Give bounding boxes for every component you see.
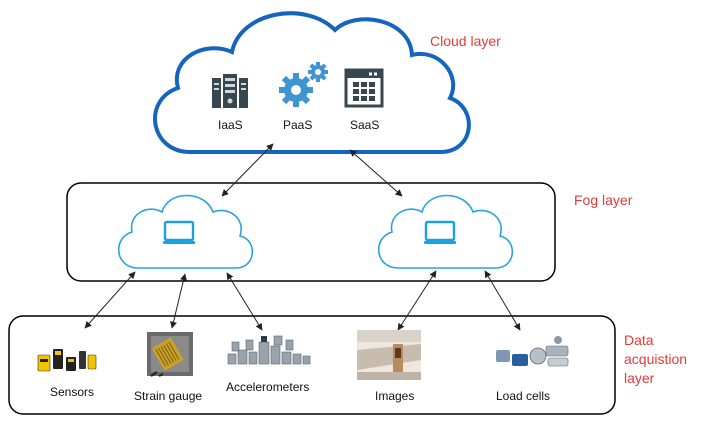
arrow-fog-strain bbox=[170, 273, 187, 329]
item-label-images: Images bbox=[375, 389, 415, 403]
service-label-iaas: IaaS bbox=[218, 118, 243, 132]
arrow-fog-loadcells bbox=[484, 270, 521, 331]
images-photo bbox=[357, 330, 421, 380]
fog-cloud-left bbox=[117, 194, 254, 269]
cloud-layer-cloud bbox=[153, 11, 471, 154]
arrow-fog-images bbox=[397, 270, 437, 331]
item-label-load-cells: Load cells bbox=[496, 389, 551, 403]
strain-gauge-image bbox=[147, 332, 193, 377]
cloud-layer-label: Cloud layer bbox=[430, 33, 501, 49]
data-layer-box bbox=[8, 315, 616, 415]
service-label-saas: SaaS bbox=[350, 118, 380, 132]
connector-arrows bbox=[84, 143, 521, 331]
arrow-cloud-fog-right bbox=[349, 149, 403, 197]
sensors-image bbox=[37, 349, 97, 372]
fog-layer-label: Fog layer bbox=[574, 192, 633, 208]
arrow-fog-sensors bbox=[84, 271, 136, 329]
data-layer-label-line1: Data bbox=[624, 332, 654, 348]
server-icon bbox=[212, 74, 248, 108]
laptop-icon bbox=[163, 220, 195, 244]
data-layer-label-line3: layer bbox=[624, 370, 655, 386]
arrow-cloud-fog-left bbox=[221, 143, 274, 197]
data-layer-label-line2: acquistion bbox=[624, 351, 688, 367]
app-window-icon bbox=[344, 68, 384, 108]
laptop-icon bbox=[424, 220, 456, 244]
accelerometers-image bbox=[227, 335, 311, 365]
item-label-accelerometers: Accelerometers bbox=[226, 380, 310, 394]
load-cells-image bbox=[496, 336, 569, 367]
item-label-strain-gauge: Strain gauge bbox=[134, 389, 203, 403]
fog-layer-box bbox=[66, 182, 556, 282]
service-label-paas: PaaS bbox=[283, 118, 313, 132]
arrow-fog-accel bbox=[226, 272, 263, 331]
item-label-sensors: Sensors bbox=[50, 385, 95, 399]
fog-cloud-right bbox=[377, 194, 514, 269]
gears-icon bbox=[279, 62, 328, 107]
